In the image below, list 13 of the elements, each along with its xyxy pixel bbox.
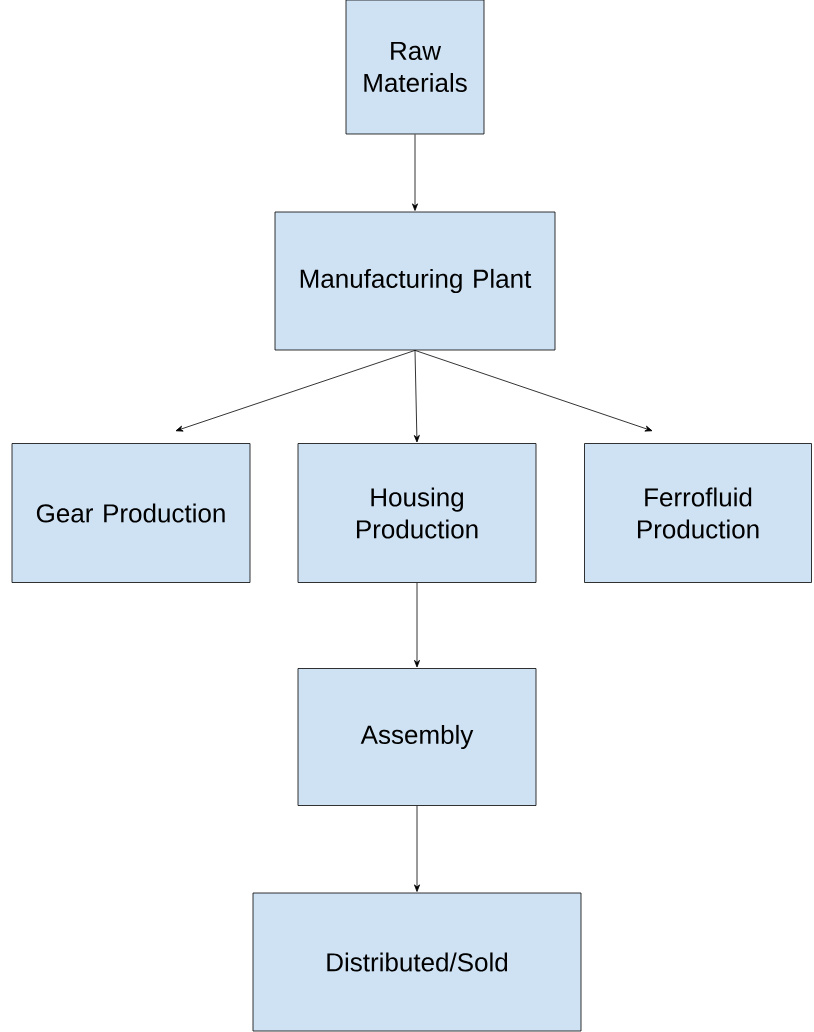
process-box: Ferrofluid Production [584,443,812,583]
process-box: Gear Production [11,443,251,583]
arrow [414,805,420,892]
process-box: Raw Materials [345,0,485,135]
process-box: Assembly [297,668,537,806]
arrow [414,350,653,432]
arrow [413,350,420,443]
process-box: Housing Production [297,443,537,583]
process-box: Manufacturing Plant [274,211,556,351]
process-box: Distributed/Sold [252,892,582,1032]
arrow [175,350,416,432]
arrow [412,134,418,211]
arrow [414,582,420,668]
